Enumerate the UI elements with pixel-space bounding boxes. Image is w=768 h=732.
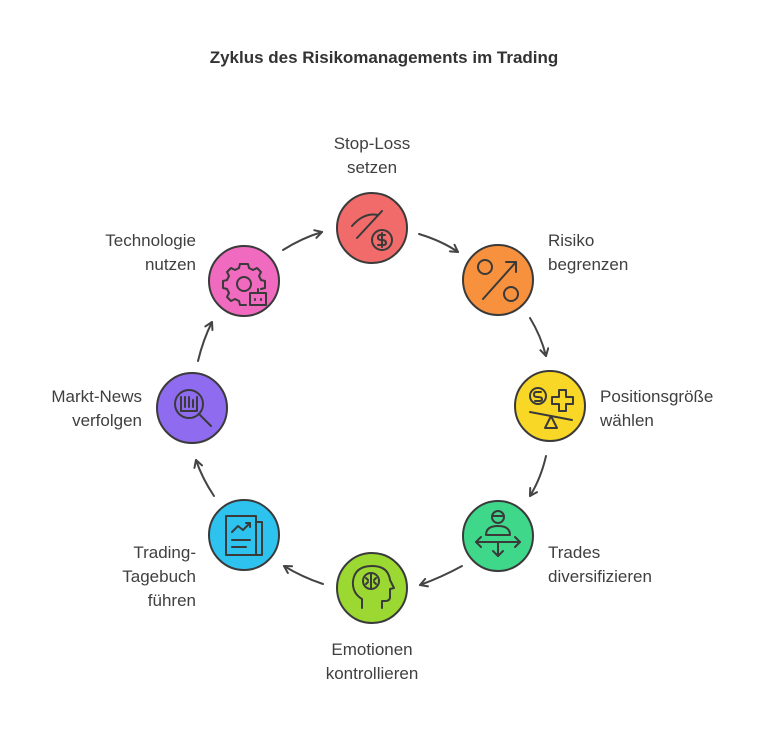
- head-brain-icon: [351, 565, 395, 609]
- step-circle: [156, 372, 228, 444]
- step-label-line: Emotionen: [331, 640, 413, 659]
- step-node-4: [462, 500, 534, 572]
- step-label-line: kontrollieren: [325, 664, 419, 683]
- step-label-line: Markt-News: [51, 387, 142, 406]
- arrow-1-2: [418, 233, 459, 253]
- step-label-line: Tagebuch: [122, 567, 196, 586]
- step-label-1: Stop-Loss setzen: [300, 132, 444, 180]
- step-label-line: nutzen: [144, 255, 196, 274]
- step-label-5: Emotionen kontrollieren: [292, 638, 452, 686]
- arrow-2-3: [529, 317, 550, 357]
- step-label-line: Trades: [548, 543, 601, 562]
- step-label-4: Trades diversifizieren: [548, 541, 718, 589]
- balance-dollar-plus-icon: [529, 387, 574, 429]
- step-node-8: [208, 245, 280, 317]
- journal-chart-icon: [225, 515, 263, 556]
- arrow-8-1: [282, 229, 323, 251]
- step-node-6: [208, 499, 280, 571]
- arrow-7-8: [197, 321, 214, 362]
- step-label-line: wählen: [600, 411, 654, 430]
- step-circle: [514, 370, 586, 442]
- step-label-line: diversifizieren: [548, 567, 652, 586]
- gear-robot-icon: [222, 263, 267, 306]
- step-label-6: Trading- Tagebuch führen: [56, 541, 196, 613]
- diagram-title: Zyklus des Risikomanagements im Trading: [209, 48, 559, 67]
- step-node-7: [156, 372, 228, 444]
- step-label-2: Risiko begrenzen: [548, 229, 708, 277]
- step-node-3: [514, 370, 586, 442]
- arrow-4-5: [419, 565, 463, 588]
- arrow-6-7: [193, 459, 215, 497]
- step-circle: [462, 244, 534, 316]
- arrow-5-6: [283, 565, 324, 585]
- step-label-line: Technologie: [105, 231, 196, 250]
- step-label-line: verfolgen: [72, 411, 142, 430]
- step-label-line: Risiko: [548, 231, 595, 250]
- percent-icon: [477, 259, 519, 302]
- cycle-arrows: [193, 229, 550, 588]
- arrow-3-4: [529, 455, 547, 497]
- step-label-line: setzen: [346, 158, 398, 177]
- news-search-icon: [174, 389, 212, 427]
- step-label-line: begrenzen: [548, 255, 629, 274]
- step-node-5: [336, 552, 408, 624]
- step-circle: [208, 499, 280, 571]
- step-circle: [336, 192, 408, 264]
- step-label-line: Positionsgröße: [600, 387, 714, 406]
- step-node-1: [336, 192, 408, 264]
- step-label-3: Positionsgröße wählen: [600, 385, 760, 433]
- person-arrows-icon: [475, 510, 521, 557]
- step-label-8: Technologie nutzen: [36, 229, 196, 277]
- step-label-line: Trading-: [133, 543, 196, 562]
- step-label-7: Markt-News verfolgen: [2, 385, 142, 433]
- step-label-line: führen: [147, 591, 196, 610]
- eye-off-dollar-icon: [351, 210, 393, 251]
- step-node-2: [462, 244, 534, 316]
- step-label-line: Stop-Loss: [333, 134, 411, 153]
